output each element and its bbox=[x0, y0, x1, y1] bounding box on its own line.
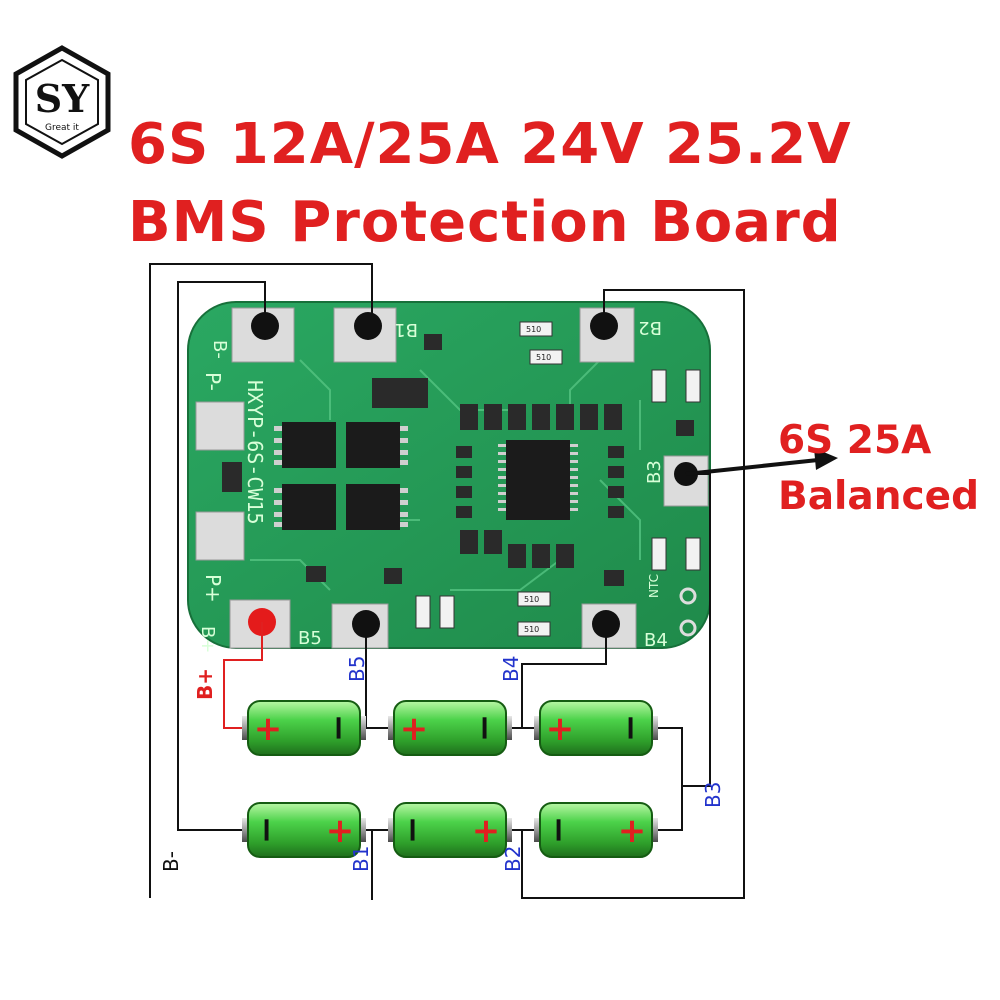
pad-label: B2 bbox=[638, 317, 662, 338]
cell-plus-sign: + bbox=[472, 811, 501, 851]
cell-plus-sign: + bbox=[618, 811, 647, 851]
board-model-text: HXYP-6S-CW15 bbox=[243, 380, 267, 525]
cell-plus-sign: + bbox=[546, 709, 575, 749]
pad-label: P- bbox=[201, 372, 225, 391]
sy-logo: SY Great it bbox=[13, 45, 111, 159]
ntc-hole bbox=[679, 619, 697, 637]
wire-b2 bbox=[521, 289, 745, 899]
title-line-2: BMS Protection Board bbox=[128, 190, 842, 255]
logo-tagline: Great it bbox=[45, 123, 79, 133]
cell-plus-sign: + bbox=[254, 709, 283, 749]
protection-ic bbox=[498, 440, 578, 520]
pad-label: B5 bbox=[298, 628, 322, 649]
logo-letters: SY bbox=[35, 76, 90, 121]
pad-b3: B3 bbox=[644, 455, 709, 507]
pad-b-minus: B- bbox=[209, 307, 295, 363]
resistors-510 bbox=[415, 321, 701, 637]
title-line-1: 6S 12A/25A 24V 25.2V bbox=[128, 112, 852, 177]
label-b5: B5 bbox=[345, 656, 369, 682]
wire-b3 bbox=[656, 473, 711, 787]
label-b-plus: B+ bbox=[193, 668, 217, 700]
balance-wires bbox=[149, 263, 745, 900]
battery-cells: +−+−+−+−+−+− bbox=[242, 700, 658, 858]
label-b1: B1 bbox=[349, 846, 373, 872]
pad-b5: B5 bbox=[298, 603, 389, 649]
pad-p-plus: P+ bbox=[195, 511, 245, 603]
cell-plus-sign: + bbox=[326, 811, 355, 851]
pad-label: B4 bbox=[644, 630, 668, 651]
wire-b3-lower bbox=[656, 786, 683, 831]
label-b4: B4 bbox=[499, 656, 523, 682]
battery-cell: +− bbox=[534, 700, 658, 756]
shunt-resistor bbox=[372, 378, 428, 408]
cell-minus-sign: − bbox=[319, 714, 359, 743]
pad-label: B- bbox=[209, 340, 230, 359]
callout-line-1: 6S 25A bbox=[778, 418, 932, 463]
pad-label: B3 bbox=[644, 460, 665, 484]
label-b-minus: B- bbox=[159, 851, 183, 872]
wire-b4 bbox=[521, 624, 607, 728]
cell-minus-sign: − bbox=[539, 816, 579, 845]
cell-minus-sign: − bbox=[611, 714, 651, 743]
resistor-code: 510 bbox=[536, 353, 551, 362]
cell-minus-sign: − bbox=[465, 714, 505, 743]
pad-label: P+ bbox=[201, 574, 225, 603]
resistor-code: 510 bbox=[524, 595, 539, 604]
cell-minus-sign: − bbox=[247, 816, 287, 845]
cell-plus-sign: + bbox=[400, 709, 429, 749]
callout-arrow bbox=[685, 448, 838, 476]
battery-cell: +− bbox=[242, 802, 366, 858]
battery-cell: +− bbox=[388, 802, 512, 858]
resistor-code: 510 bbox=[524, 625, 539, 634]
battery-cell: +− bbox=[534, 802, 658, 858]
pad-label: B+ bbox=[197, 626, 218, 653]
ntc-label: NTC bbox=[647, 574, 661, 598]
pcb-board: B- B1 B2 B3 B4 B5 B+ bbox=[187, 301, 711, 653]
small-components bbox=[222, 334, 694, 586]
cell-minus-sign: − bbox=[393, 816, 433, 845]
pad-b1: B1 bbox=[333, 307, 418, 363]
pad-label: B1 bbox=[394, 319, 418, 340]
resistor-code: 510 bbox=[526, 325, 541, 334]
battery-cell: +− bbox=[242, 700, 366, 756]
wire-b-minus bbox=[149, 263, 373, 898]
wire-b-plus bbox=[223, 622, 263, 729]
label-b3: B3 bbox=[701, 782, 725, 808]
wire-labels: B+ B5 B4 B3 B2 B1 B- bbox=[159, 656, 725, 872]
label-b2: B2 bbox=[501, 846, 525, 872]
pad-p-minus: P- bbox=[195, 372, 245, 451]
mosfets bbox=[274, 422, 408, 530]
callout-line-2: Balanced bbox=[778, 474, 979, 519]
pad-b4: B4 bbox=[581, 603, 668, 651]
wire-b-minus-cell bbox=[177, 281, 266, 831]
ntc-hole bbox=[679, 587, 697, 605]
battery-cell: +− bbox=[388, 700, 512, 756]
pad-b-plus: B+ bbox=[197, 599, 291, 653]
